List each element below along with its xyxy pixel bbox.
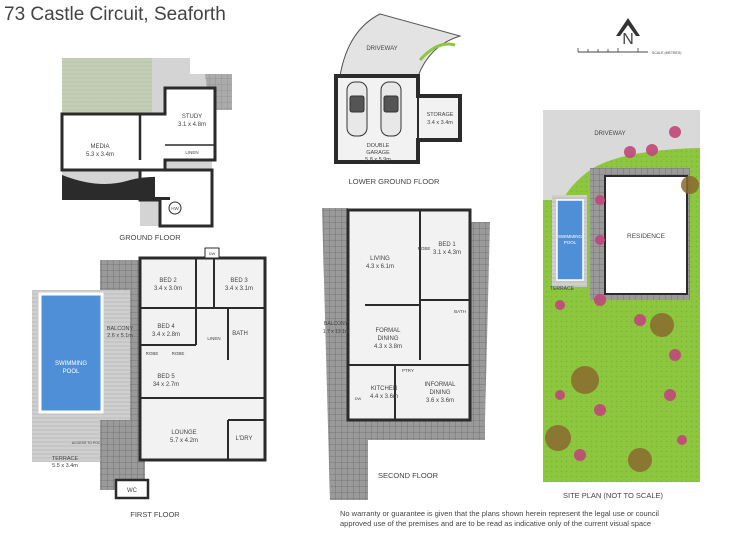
lower-storage-name: STORAGE [427,112,454,118]
first-lounge-name: LOUNGE [171,430,196,436]
site-pool-name2: POOL [564,240,577,245]
second-floor-plan: LIVING 4.3 x 6.1m ROBE BED 1 3.1 x 4.3m … [322,208,490,500]
compass-arrow-icon [616,18,640,36]
second-informal-dims: 3.6 x 3.6m [426,398,454,404]
caption-lower-ground-floor: LOWER GROUND FLOOR [349,177,440,186]
first-robe-2: ROBE [172,351,185,356]
caption-first-floor: FIRST FLOOR [130,510,180,519]
site-plan: DRIVEWAY RESIDENCE SWIMMING POOL TERRACE [543,110,700,482]
car-icon [346,81,402,137]
second-kitchen-name: KITCHEN [371,386,397,392]
first-balcony-dims: 2.6 x 5.1m [107,333,133,339]
first-bed2-name: BED 2 [159,278,177,284]
lower-ground-floor-plan: DRIVEWAY DOUBLE GARAGE 5.8 x 5.9m STORAG… [334,13,462,164]
lower-garage-name: DOUBLE [367,143,390,149]
second-formal-name: FORMAL [375,328,401,334]
page-title: 73 Castle Circuit, Seaforth [4,4,226,25]
first-bed4-dims: 3.4 x 2.8m [152,332,180,338]
first-lounge-dims: 5.7 x 4.2m [170,438,198,444]
tree-icons [545,176,699,472]
second-robe: ROBE [418,246,431,251]
first-terrace-dims: 5.5 x 3.4m [52,463,78,469]
ground-floor-plan: STUDY 3.1 x 4.8m MEDIA 5.3 x 3.4m LINEN … [60,58,232,228]
second-informal-name: INFORMAL [424,382,456,388]
ground-linen: LINEN [185,150,198,155]
first-dw: DW [209,251,216,256]
first-wc: WC [127,488,138,494]
first-bed5-name: BED 5 [157,374,175,380]
second-bed1-dims: 3.1 x 4.3m [433,250,461,256]
first-robe-1: ROBE [146,351,159,356]
caption-site-plan: SITE PLAN (NOT TO SCALE) [563,491,664,500]
caption-ground-floor: GROUND FLOOR [119,233,181,242]
first-balcony-name: BALCONY [107,326,134,332]
second-formal-dims: 4.3 x 3.8m [374,344,402,350]
ground-hw: HW [171,206,179,211]
lower-garage-name2: GARAGE [366,150,390,156]
ground-media-name: MEDIA [90,144,109,150]
first-pool-note: ACCESS TO POOL EQUIPMENT [72,441,125,445]
site-residence: RESIDENCE [627,233,666,240]
second-kitchen-dims: 4.4 x 3.6m [370,394,398,400]
lower-driveway: DRIVEWAY [366,46,397,52]
first-bed4-name: BED 4 [157,324,175,330]
first-pool-name: SWIMMING [55,361,87,367]
second-living-name: LIVING [370,256,390,262]
lower-storage-dims: 3.4 x 3.4m [427,120,453,126]
first-ldry: L'DRY [235,436,252,442]
ground-study-dims: 3.1 x 4.8m [178,122,206,128]
second-formal-name2: DINING [378,336,399,342]
second-pantry: PTRY [402,368,414,373]
first-linen: LINEN [207,336,220,341]
first-bed5-dims: 34 x 2.7m [153,382,179,388]
site-driveway: DRIVEWAY [594,131,625,137]
first-bed3-name: BED 3 [230,278,248,284]
second-balcony-name: BALCONY [324,321,349,327]
second-living-dims: 4.3 x 6.1m [366,264,394,270]
disclaimer-text: No warranty or guarantee is given that t… [340,509,659,528]
site-pool-name: SWIMMING [558,234,582,239]
north-compass: N SCALE (METRES) [577,18,681,55]
first-terrace-name: TERRACE [52,456,79,462]
second-bath: BATH [454,309,466,314]
lower-garage-dims: 5.8 x 5.9m [365,157,391,163]
second-balcony-dims: 1.7 x 13.1m [323,329,349,335]
second-bed1-name: BED 1 [438,242,456,248]
second-dw: DW [355,396,362,401]
second-informal-name2: DINING [430,390,451,396]
ground-study-name: STUDY [182,114,202,120]
first-bath: BATH [232,331,248,337]
first-pool-name2: POOL [63,369,80,375]
ground-media-dims: 5.3 x 3.4m [86,152,114,158]
caption-second-floor: SECOND FLOOR [378,471,439,480]
scale-label: SCALE (METRES) [652,51,681,55]
first-bed3-dims: 3.4 x 3.1m [225,286,253,292]
first-floor-plan: SWIMMING POOL TERRACE 5.5 x 3.4m ACCESS … [32,247,267,500]
site-terrace: TERRACE [550,286,575,292]
compass-letter: N [622,31,634,48]
first-bed2-dims: 3.4 x 3.0m [154,286,182,292]
plant-icons [555,126,687,461]
